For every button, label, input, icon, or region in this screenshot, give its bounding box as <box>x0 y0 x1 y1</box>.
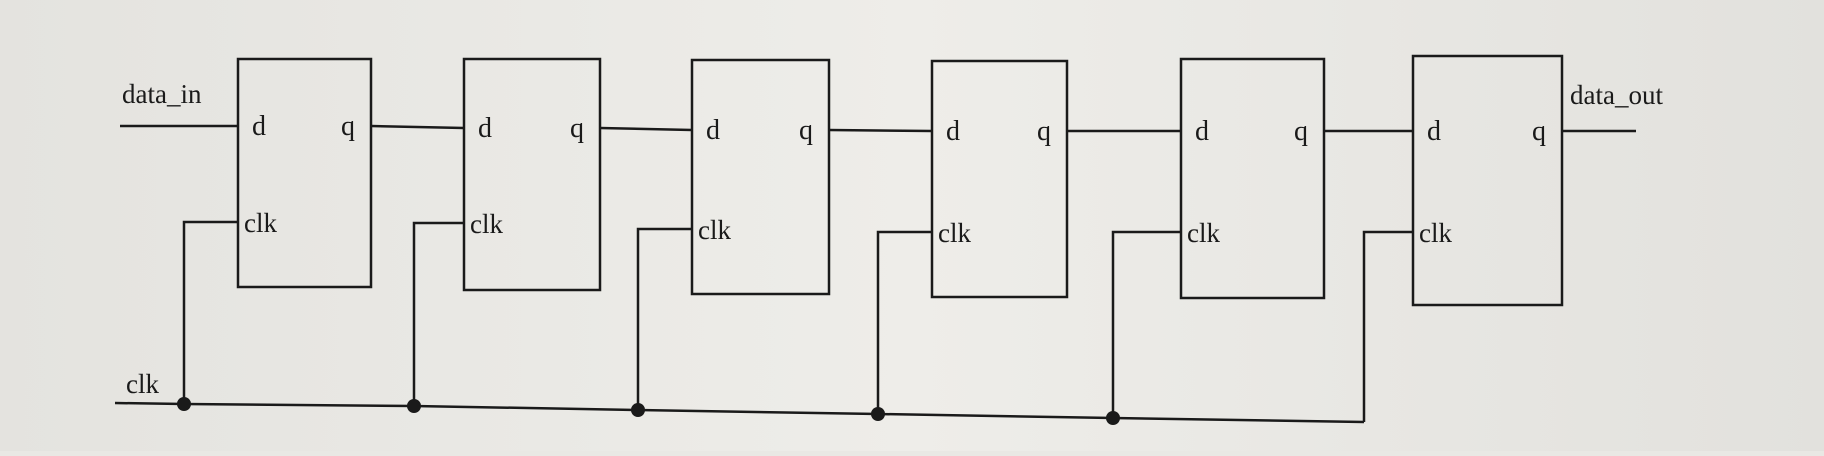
junction-dot <box>407 399 421 413</box>
q-to-d-wire <box>599 126 693 132</box>
flip-flop-box <box>1179 57 1326 300</box>
port-q-label: q <box>1532 116 1546 147</box>
clk-branch-wire <box>636 227 692 410</box>
port-d-label: d <box>252 111 266 142</box>
junction-dot <box>1106 411 1120 425</box>
port-d-label: d <box>946 116 960 147</box>
port-clk-label: clk <box>1187 218 1220 248</box>
flip-flop-box <box>236 57 373 289</box>
port-clk-label: clk <box>244 208 277 238</box>
port-d-label: d <box>1195 116 1209 147</box>
q-to-d-wire <box>370 124 465 130</box>
clk-branch-wire <box>876 230 932 414</box>
clk-branch-wire <box>182 220 238 404</box>
flip-flop-group: d q clk d q clk d q clk d q clk d q clk d q clk <box>236 54 1564 307</box>
q-to-d-wire <box>828 128 933 133</box>
port-q-label: q <box>570 113 584 144</box>
flip-flop-box <box>690 58 831 296</box>
port-q-label: q <box>341 111 355 142</box>
flip-flop-5: d q clk <box>1179 57 1326 300</box>
junction-dot <box>871 407 885 421</box>
port-q-label: q <box>799 115 813 146</box>
flip-flop-6: d q clk <box>1411 54 1564 307</box>
flip-flop-box <box>930 59 1069 299</box>
port-clk-label: clk <box>1419 218 1452 248</box>
junction-dot <box>631 403 645 417</box>
port-clk-label: clk <box>470 209 503 239</box>
port-clk-label: clk <box>938 218 971 248</box>
flip-flop-2: d q clk <box>462 57 602 292</box>
flip-flop-box <box>1411 54 1564 307</box>
clk-bus-label: clk <box>126 369 159 399</box>
port-q-label: q <box>1294 116 1308 147</box>
flip-flop-4: d q clk <box>930 59 1069 299</box>
clk-branch-wire <box>412 221 464 406</box>
port-q-label: q <box>1037 116 1051 147</box>
junction-dot <box>177 397 191 411</box>
flip-flop-3: d q clk <box>690 58 831 296</box>
clk-branch-wire <box>1362 230 1413 422</box>
port-clk-label: clk <box>698 215 731 245</box>
flip-flop-1: d q clk <box>236 57 373 289</box>
wire-group <box>114 124 1413 425</box>
flip-flop-box <box>462 57 602 292</box>
data-out-label: data_out <box>1570 80 1663 110</box>
port-d-label: d <box>478 113 492 144</box>
port-d-label: d <box>1427 116 1441 147</box>
data-in-label: data_in <box>122 79 202 109</box>
port-d-label: d <box>706 115 720 146</box>
clk-branch-wire <box>1111 230 1181 418</box>
